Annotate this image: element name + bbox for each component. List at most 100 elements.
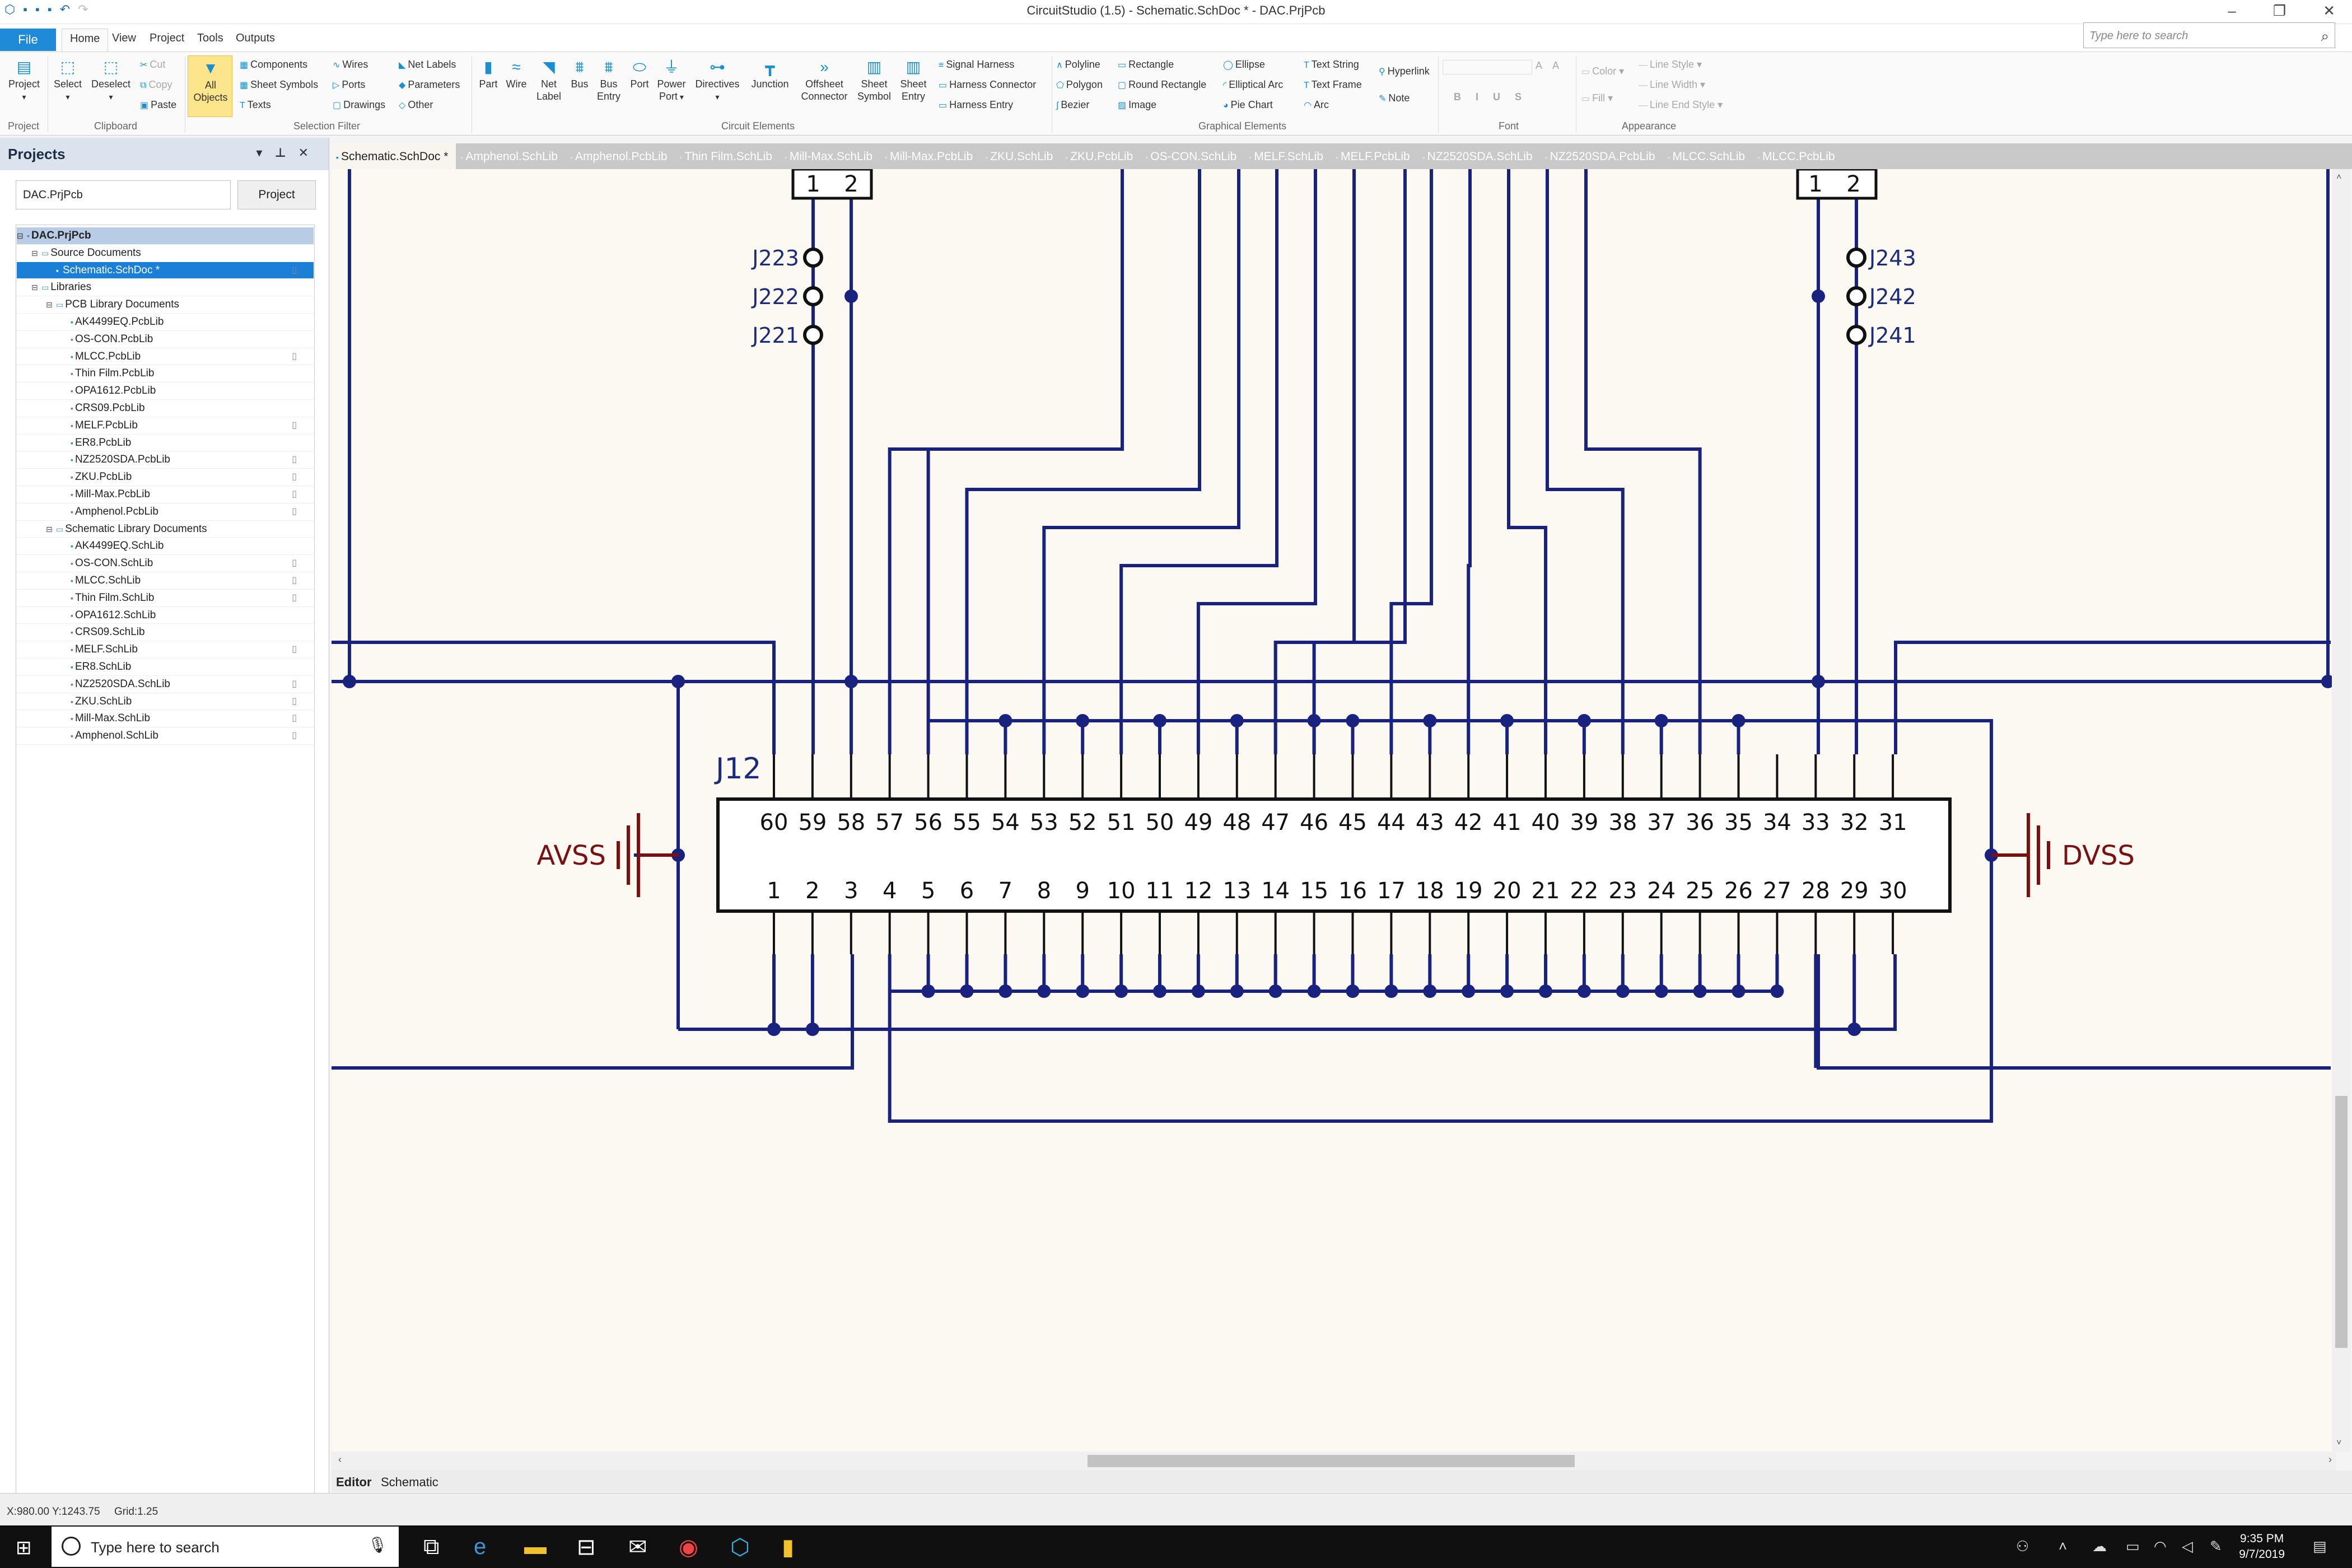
pie-chart-button[interactable]: ◕Pie Chart	[1223, 99, 1273, 110]
doc-tab[interactable]: ▪Mill-Max.SchLib	[780, 143, 880, 169]
filter-components[interactable]: ▦Components	[240, 59, 308, 70]
tab-file[interactable]: File	[0, 29, 56, 51]
doc-tab[interactable]: ▪MELF.SchLib	[1244, 143, 1331, 169]
doc-tab[interactable]: ▪Mill-Max.PcbLib	[880, 143, 981, 169]
deselect-button[interactable]: ⬚ Deselect▾	[91, 58, 131, 102]
tree-item[interactable]: ▪OPA1612.SchLib	[17, 607, 314, 624]
line-width-button[interactable]: —Line Width ▾	[1639, 79, 1706, 90]
tree-item[interactable]: ▪OPA1612.PcbLib	[17, 382, 314, 400]
tree-item[interactable]: ▪Thin Film.PcbLib	[17, 365, 314, 383]
line-style-button[interactable]: —Line Style ▾	[1639, 59, 1702, 70]
tree-item[interactable]: ▪CRS09.PcbLib	[17, 400, 314, 417]
doc-tab[interactable]: ▪MELF.PcbLib	[1331, 143, 1418, 169]
notes-app-icon[interactable]: ▮	[782, 1535, 795, 1560]
tree-item[interactable]: ▪OS-CON.SchLib▯	[17, 555, 314, 572]
jumper-terminal[interactable]	[803, 325, 823, 345]
doc-tab[interactable]: ▪MLCC.PcbLib	[1753, 143, 1843, 169]
pin-icon[interactable]: ⊥	[274, 146, 298, 160]
tree-item[interactable]: ▪Amphenol.PcbLib▯	[17, 503, 314, 521]
action-center-icon[interactable]: ▤	[2313, 1538, 2327, 1555]
filter-parameters[interactable]: ◆Parameters	[399, 79, 460, 90]
close-button[interactable]: ✕	[2323, 2, 2335, 19]
undo-icon[interactable]: ↶	[59, 2, 71, 16]
wire[interactable]	[1546, 169, 1625, 754]
tree-item[interactable]: ⊟▪DAC.PrjPcb	[17, 227, 314, 245]
taskbar-clock[interactable]: 9:35 PM 9/7/2019	[2239, 1532, 2285, 1561]
jumper-terminal[interactable]	[1846, 325, 1866, 345]
network-icon[interactable]: ◠	[2154, 1538, 2167, 1555]
expand-icon[interactable]: ⊟	[31, 248, 38, 258]
taskbar-search-input[interactable]: Type here to search 🎙	[52, 1527, 399, 1567]
jumper-terminal[interactable]	[803, 286, 823, 306]
people-icon[interactable]: ⚇	[2016, 1538, 2029, 1555]
project-tree[interactable]: ⊟▪DAC.PrjPcb⊟▭Source Documents▪Schematic…	[17, 227, 314, 745]
tree-item[interactable]: ▪AK4499EQ.PcbLib	[17, 314, 314, 331]
onedrive-icon[interactable]: ☁	[2092, 1538, 2107, 1555]
header-right[interactable]	[1796, 169, 1878, 200]
ellipse-button[interactable]: ◯Ellipse	[1223, 59, 1265, 70]
tree-item[interactable]: ▪ZKU.PcbLib▯	[17, 469, 314, 486]
fill-button[interactable]: ▭Fill ▾	[1581, 92, 1613, 104]
expand-icon[interactable]: ⊟	[46, 524, 53, 534]
wire[interactable]	[1817, 954, 2331, 1070]
tree-item[interactable]: ▪ZKU.SchLib▯	[17, 693, 314, 711]
search-input[interactable]: Type here to search ⌕	[2083, 22, 2335, 48]
scroll-up-icon[interactable]: ˄	[2336, 172, 2342, 182]
doc-tab[interactable]: ▪ZKU.PcbLib	[1061, 143, 1141, 169]
filter-sheet-symbols[interactable]: ▦Sheet Symbols	[240, 79, 319, 90]
redo-icon[interactable]: ↷	[78, 2, 88, 16]
wire[interactable]	[332, 641, 776, 754]
windows-start-icon[interactable]: ⊞	[16, 1537, 32, 1558]
tree-item[interactable]: ▪Mill-Max.SchLib▯	[17, 710, 314, 728]
doc-tab[interactable]: ▪Amphenol.SchLib	[456, 143, 566, 169]
tree-item[interactable]: ▪MELF.PcbLib▯	[17, 417, 314, 435]
wire-button[interactable]: ≈Wire	[506, 58, 527, 90]
component-body[interactable]	[716, 797, 1952, 913]
expand-icon[interactable]: ⊟	[46, 300, 53, 310]
arc-button[interactable]: ◠Arc	[1304, 99, 1329, 110]
close-icon[interactable]: ✕	[298, 146, 321, 160]
tree-item[interactable]: ▪ER8.SchLib	[17, 659, 314, 676]
jumper-terminal[interactable]	[1846, 248, 1866, 268]
hyperlink-button[interactable]: ⚲Hyperlink	[1379, 66, 1430, 77]
wire[interactable]	[1196, 169, 1317, 754]
wire[interactable]	[1507, 169, 1547, 754]
filter-other[interactable]: ◇Other	[399, 99, 433, 110]
junction-button[interactable]: ┳Junction	[751, 58, 789, 90]
search-icon[interactable]: ⌕	[2321, 27, 2329, 44]
battery-icon[interactable]: ▭	[2126, 1538, 2140, 1555]
wire[interactable]	[678, 954, 1897, 1031]
doc-tab[interactable]: ▪NZ2520SDA.PcbLib	[1541, 143, 1663, 169]
save-icon[interactable]: ▪	[23, 2, 28, 16]
vertical-scrollbar[interactable]: ˄ ˅	[2332, 169, 2351, 1452]
font-size-down-icon[interactable]: A	[1552, 60, 1560, 71]
tab-project[interactable]: Project	[150, 32, 185, 44]
restore-button[interactable]: ❐	[2272, 2, 2286, 19]
tab-schematic[interactable]: Schematic	[381, 1475, 438, 1489]
tab-tools[interactable]: Tools	[197, 32, 223, 44]
file-explorer-icon[interactable]: ▬	[524, 1534, 547, 1559]
tree-item[interactable]: ▪NZ2520SDA.SchLib▯	[17, 676, 314, 693]
filter-drawings[interactable]: ▢Drawings	[333, 99, 386, 110]
tree-item[interactable]: ▪MLCC.PcbLib▯	[17, 348, 314, 366]
doc-tab[interactable]: ▪OS-CON.SchLib	[1141, 143, 1244, 169]
polygon-button[interactable]: ⬠Polygon	[1056, 79, 1103, 90]
horizontal-scrollbar[interactable]: ‹ ›	[332, 1452, 2336, 1471]
harness-connector-button[interactable]: ▭Harness Connector	[939, 79, 1037, 90]
note-button[interactable]: ✎Note	[1379, 92, 1410, 104]
tree-item[interactable]: ▪CRS09.SchLib	[17, 624, 314, 642]
round-rectangle-button[interactable]: ▢Round Rectangle	[1118, 79, 1207, 90]
bus-button[interactable]: ⩩Bus	[571, 58, 589, 90]
tree-item[interactable]: ⊟▭Source Documents	[17, 245, 314, 262]
doc-tab[interactable]: ▪NZ2520SDA.SchLib	[1418, 143, 1541, 169]
font-family-select[interactable]	[1443, 60, 1532, 74]
filter-wires[interactable]: ∿Wires	[333, 59, 368, 70]
polyline-button[interactable]: ∧Polyline	[1056, 59, 1100, 70]
port-button[interactable]: ⬭Port	[630, 58, 649, 90]
